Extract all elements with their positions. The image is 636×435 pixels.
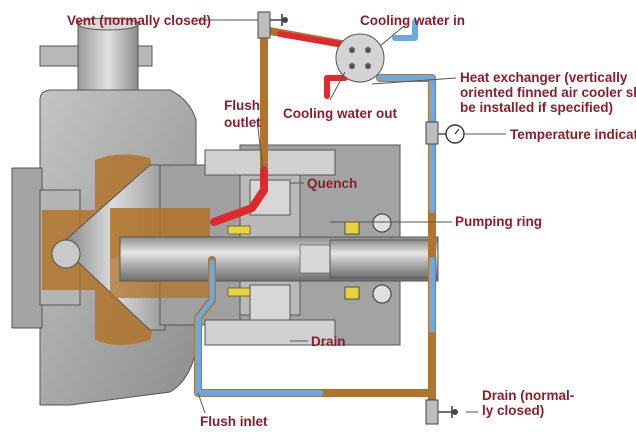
label-drain-normally-closed: Drain (normal- ly closed) [482,388,578,418]
label-drain-line-1: Drain (normal- [482,388,574,403]
label-heat-exchanger-line-3: be installed if specified) [460,100,613,115]
label-quench: Quench [307,176,357,191]
label-heat-exchanger-line-2: oriented finned air cooler shal [460,85,636,100]
valve-icon [257,11,288,39]
cooling-water-out-line [324,75,348,99]
bearing-bottom [372,284,392,304]
label-cooling-water-in: Cooling water in [360,13,465,28]
label-pumping-ring: Pumping ring [455,214,542,229]
label-heat-exchanger: Heat exchanger (vertically oriented finn… [460,70,636,115]
label-drain: Drain [311,334,346,349]
label-flush-outlet: Flush outlet [224,98,264,130]
bearing-top [372,213,392,233]
leader-lines [197,19,506,414]
label-flush-outlet-line-1: Flush [224,98,260,113]
suction-flange [11,167,43,329]
gauge-icon [425,121,465,145]
label-drain-line-2: ly closed) [482,403,544,418]
label-cooling-water-out: Cooling water out [283,106,397,121]
drain-valve-icon [425,399,458,425]
label-vent: Vent (normally closed) [67,13,211,28]
label-heat-exchanger-line-1: Heat exchanger (vertically [460,70,628,85]
label-flush-outlet-line-2: outlet [224,115,261,130]
labels: Vent (normally closed) Cooling water in … [67,13,636,429]
label-temperature-indicator: Temperature indicato [510,127,636,142]
label-flush-inlet: Flush inlet [200,414,268,429]
pump-assembly [11,17,439,406]
heat-exchanger-icon [335,33,385,83]
cooling-water-in-line [392,19,418,41]
impeller-nut [51,239,81,269]
